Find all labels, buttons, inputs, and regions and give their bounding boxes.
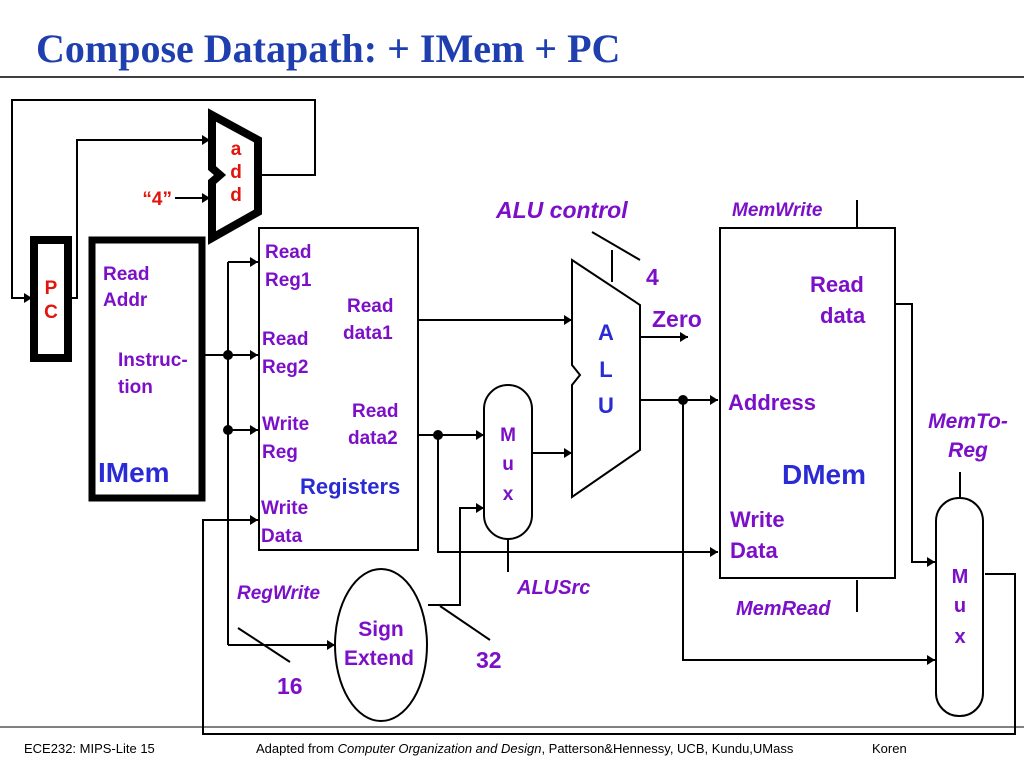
imem-instruction-line2: tion	[118, 377, 153, 398]
reg-write-data-line2: Data	[261, 526, 303, 547]
register-file: Read Reg1 Read Reg2 Write Reg Write Data…	[258, 227, 419, 551]
sign-extend-in-bits: 16	[277, 673, 303, 699]
pc-register: P C	[30, 236, 72, 362]
data-memory: Read data Address Write Data DMem	[719, 227, 896, 579]
alu: A L U	[571, 258, 641, 499]
adder: a d d	[208, 108, 262, 245]
footer-credit: Adapted from Computer Organization and D…	[256, 741, 794, 756]
imem-name: IMem	[98, 457, 170, 488]
memtoreg-label-line2: Reg	[948, 439, 988, 462]
alusrc-mux: M u x	[483, 384, 533, 540]
sign-extend-out-bits: 32	[476, 647, 502, 673]
dmem-name: DMem	[782, 459, 866, 490]
reg-read-reg2-line2: Reg2	[262, 357, 308, 378]
dmem-read-data-line1: Read	[810, 272, 864, 297]
adder-constant-label: “4”	[142, 189, 172, 210]
reg-write-reg-line1: Write	[262, 414, 309, 435]
footer-left: ECE232: MIPS-Lite 15	[24, 741, 155, 756]
memtoreg-mux: M u x	[935, 497, 984, 717]
memtoreg-mux-letter-x: x	[954, 626, 965, 648]
reg-read-reg1-line1: Read	[265, 242, 311, 263]
slide-title: Compose Datapath: + IMem + PC	[36, 26, 620, 71]
alusrc-mux-letter-u: u	[502, 454, 514, 475]
adder-letter-a: a	[231, 139, 242, 160]
sign-extend: Sign Extend	[334, 568, 428, 722]
wires	[11, 99, 1016, 735]
dmem-read-data-line2: data	[820, 303, 866, 328]
imem-instruction-line1: Instruc-	[118, 350, 188, 371]
alu-letter-l: L	[599, 357, 612, 382]
footer-author: Koren	[872, 741, 907, 756]
footer-credit-book: Computer Organization and Design	[338, 741, 542, 756]
alu-zero-label: Zero	[652, 306, 702, 332]
alu-control-bits: 4	[646, 264, 659, 290]
junction-dots	[223, 350, 688, 440]
reg-write-reg-line2: Reg	[262, 442, 298, 463]
alu-letter-u: U	[598, 393, 614, 418]
alu-control-label: ALU control	[495, 197, 628, 223]
alusrc-mux-letter-x: x	[503, 484, 514, 505]
instruction-memory: Read Addr Instruc- tion IMem	[88, 236, 206, 502]
memtoreg-mux-letter-m: M	[952, 566, 969, 588]
reg-read-data2-line1: Read	[352, 401, 398, 422]
reg-read-reg1-line2: Reg1	[265, 270, 312, 291]
reg-read-data2-line2: data2	[348, 428, 398, 449]
footer-credit-prefix: Adapted from	[256, 741, 338, 756]
adder-letter-d2: d	[230, 185, 242, 206]
reg-read-data1-line2: data1	[343, 323, 393, 344]
sign-extend-line2: Extend	[344, 647, 414, 670]
memwrite-label: MemWrite	[732, 200, 823, 221]
imem-read-addr-line1: Read	[103, 264, 149, 285]
memtoreg-label-line1: MemTo-	[928, 410, 1008, 433]
dmem-write-data-line1: Write	[730, 507, 785, 532]
reg-read-data1-line1: Read	[347, 296, 393, 317]
memread-label: MemRead	[736, 598, 831, 620]
pc-letter-p: P	[45, 278, 58, 299]
registers-name: Registers	[300, 474, 400, 499]
alusrc-label: ALUSrc	[516, 577, 590, 599]
reg-write-data-line1: Write	[261, 498, 308, 519]
dmem-address: Address	[728, 390, 816, 415]
regwrite-label: RegWrite	[237, 583, 320, 604]
adder-letter-d1: d	[230, 162, 242, 183]
dmem-write-data-line2: Data	[730, 538, 778, 563]
arrowheads	[24, 135, 935, 665]
pc-letter-c: C	[44, 302, 58, 323]
sign-extend-line1: Sign	[358, 618, 404, 641]
memtoreg-mux-letter-u: u	[954, 595, 966, 617]
alu-letter-a: A	[598, 320, 614, 345]
imem-read-addr-line2: Addr	[103, 290, 148, 311]
footer-credit-suffix: , Patterson&Hennessy, UCB, Kundu,UMass	[541, 741, 793, 756]
reg-read-reg2-line1: Read	[262, 329, 308, 350]
alusrc-mux-letter-m: M	[500, 425, 516, 446]
